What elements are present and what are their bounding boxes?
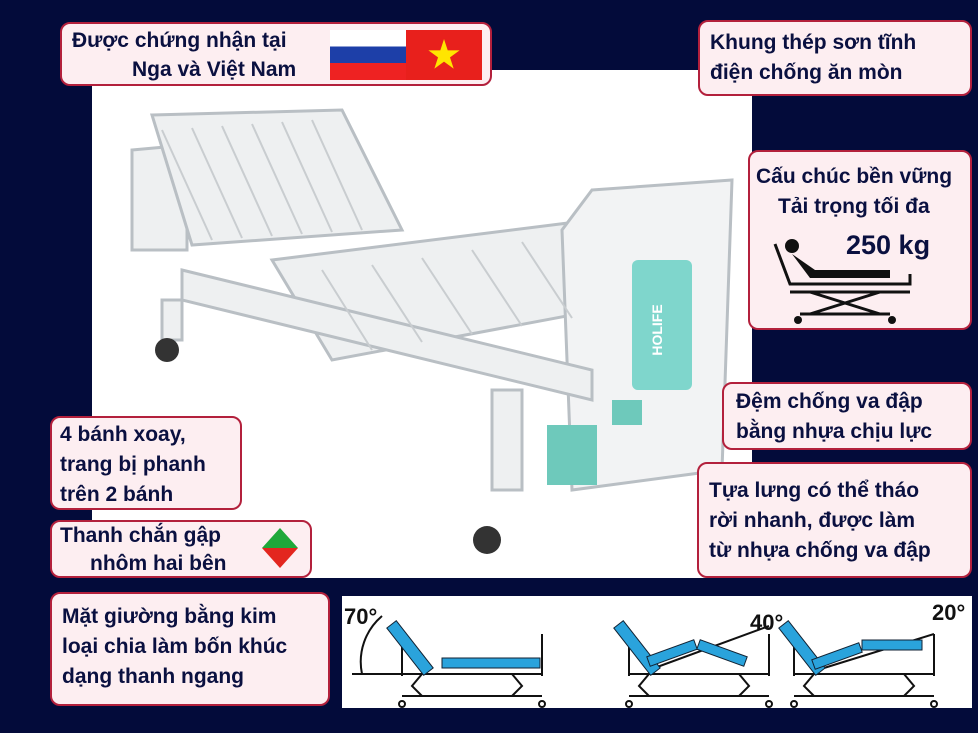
callout-text: Cấu chúc bền vững bbox=[756, 165, 953, 188]
angle-diagram-panel: 70° 40° 20° bbox=[342, 596, 972, 708]
certification-callout: Được chứng nhận tại Nga và Việt Nam ★ bbox=[60, 22, 492, 86]
hospital-bed-illustration: HOLIFE bbox=[130, 108, 734, 554]
angle-label-40: 40° bbox=[750, 610, 784, 635]
callout-text: Đệm chống va đập bbox=[736, 390, 923, 413]
callout-text: Nga và Việt Nam bbox=[132, 58, 297, 81]
angle-label-20: 20° bbox=[932, 600, 966, 625]
frame-callout: Khung thép sơn tĩnh điện chống ăn mòn bbox=[698, 20, 972, 96]
angle-label-70: 70° bbox=[344, 604, 378, 629]
load-callout: Cấu chúc bền vững Tải trọng tối đa 250 k… bbox=[748, 150, 972, 330]
callout-text: bằng nhựa chịu lực bbox=[736, 420, 933, 443]
surface-callout: Mặt giường bằng kim loại chia làm bốn kh… bbox=[50, 592, 330, 706]
callout-text: Tải trọng tối đa bbox=[778, 195, 930, 218]
load-value: 250 kg bbox=[846, 230, 931, 260]
callout-text: Được chứng nhận tại bbox=[72, 29, 287, 52]
callout-text: 4 bánh xoay, bbox=[60, 423, 186, 446]
wheels-callout: 4 bánh xoay, trang bị phanh trên 2 bánh bbox=[50, 416, 242, 510]
callout-text: trang bị phanh bbox=[60, 453, 206, 476]
callout-text: Tựa lưng có thể tháo bbox=[709, 479, 920, 502]
angle-diagrams bbox=[352, 615, 938, 708]
callout-text: trên 2 bánh bbox=[60, 483, 174, 506]
callout-text: Thanh chắn gập bbox=[60, 524, 222, 547]
callout-text: điện chống ăn mòn bbox=[710, 61, 903, 84]
backrest-callout: Tựa lưng có thể tháo rời nhanh, được làm… bbox=[697, 462, 972, 578]
patient-bed-icon bbox=[773, 239, 912, 324]
bumper-callout: Đệm chống va đập bằng nhựa chịu lực bbox=[722, 382, 972, 450]
vietnam-flag-icon: ★ bbox=[406, 30, 482, 80]
callout-text: Mặt giường bằng kim bbox=[62, 605, 277, 628]
callout-text: loại chia làm bốn khúc bbox=[62, 635, 288, 658]
callout-text: từ nhựa chống va đập bbox=[709, 539, 931, 562]
rails-callout: Thanh chắn gập nhôm hai bên bbox=[50, 520, 312, 578]
callout-text: rời nhanh, được làm bbox=[709, 509, 916, 532]
callout-text: dạng thanh ngang bbox=[62, 665, 244, 688]
callout-text: nhôm hai bên bbox=[90, 552, 227, 575]
callout-text: Khung thép sơn tĩnh bbox=[710, 31, 917, 54]
up-down-arrows-icon bbox=[262, 528, 298, 568]
russia-flag-icon bbox=[330, 30, 406, 80]
brand-logo: HOLIFE bbox=[649, 304, 665, 355]
